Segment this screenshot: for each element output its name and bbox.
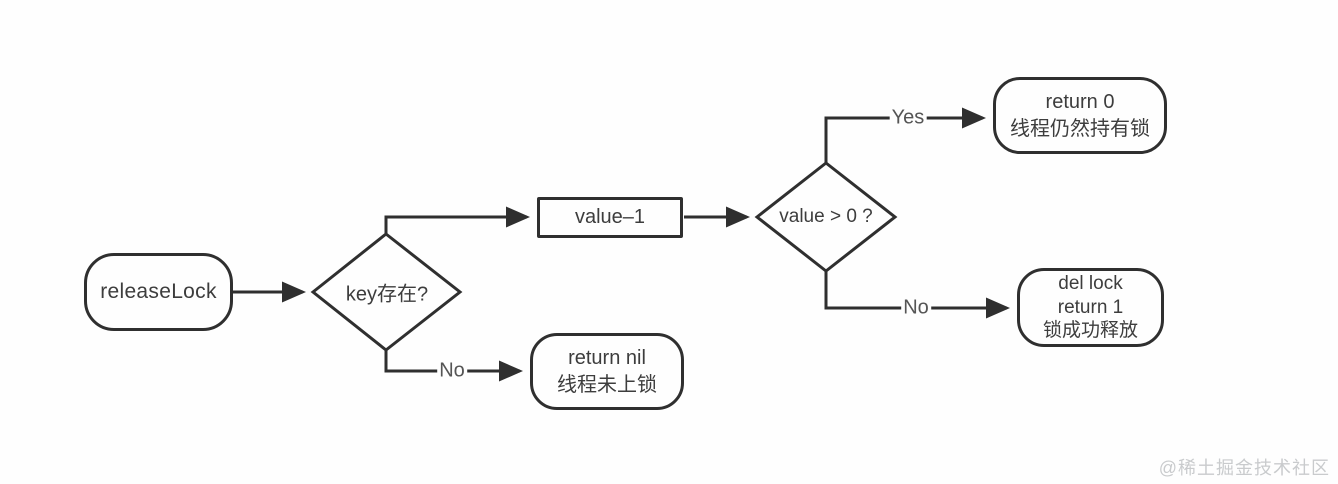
decision-key-exists-shape — [310, 232, 463, 352]
watermark-text: @稀土掘金技术社区 — [1158, 458, 1330, 478]
edge-keyexists-to-decrement — [384, 206, 530, 235]
node-still-held: return 0 线程仍然持有锁 — [993, 77, 1167, 154]
node-not-locked: return nil 线程未上锁 — [530, 333, 684, 410]
node-released: del lock return 1 锁成功释放 — [1017, 268, 1164, 347]
node-released-line1: del lock — [1058, 272, 1123, 294]
decision-value-check-label: value > 0 ? — [779, 206, 873, 227]
edge-valuecheck-no-to-released — [824, 271, 1010, 319]
edge-label-no-key: No — [437, 359, 467, 383]
node-decrement-value: value–1 — [537, 197, 683, 238]
node-released-line2: return 1 — [1057, 296, 1124, 318]
node-still-held-line1: return 0 — [1045, 90, 1115, 113]
decision-key-exists-label: key存在? — [345, 283, 429, 306]
edge-keyexists-no-to-notlocked — [384, 350, 523, 382]
node-release-lock: releaseLock — [84, 253, 233, 331]
edge-label-yes: Yes — [889, 106, 927, 130]
node-decrement-value-label: value–1 — [574, 206, 646, 228]
decision-value-check-shape — [754, 161, 898, 273]
node-not-locked-line1: return nil — [568, 346, 646, 369]
node-still-held-line2: 线程仍然持有锁 — [1010, 117, 1150, 140]
edge-valuecheck-yes-to-stillheld — [824, 107, 986, 163]
node-not-locked-line2: 线程未上锁 — [557, 373, 657, 396]
node-released-line3: 锁成功释放 — [1042, 320, 1138, 342]
node-release-lock-label: releaseLock — [100, 279, 217, 303]
edge-label-no-value: No — [901, 296, 931, 320]
